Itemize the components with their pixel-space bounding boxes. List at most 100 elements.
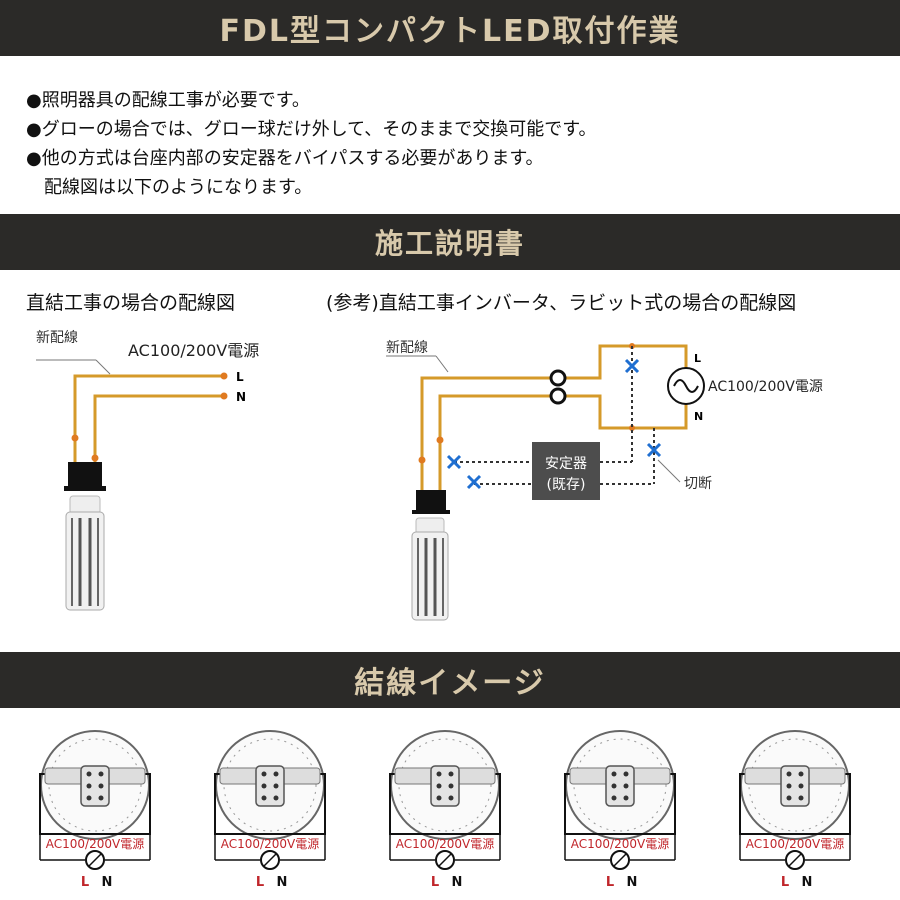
socket-pin xyxy=(623,783,629,789)
terminal-n-label: N xyxy=(277,875,288,890)
left-wiring-diagram: 新配線 AC100/200V電源 L N xyxy=(36,330,259,611)
terminal-l-label: L xyxy=(236,370,244,384)
ballast-label: 安定器 xyxy=(545,456,587,472)
socket-pin xyxy=(786,795,792,801)
socket-pin xyxy=(436,771,442,777)
wire-n xyxy=(438,394,688,490)
socket-pin xyxy=(436,783,442,789)
fixture-ring-inner xyxy=(573,738,667,832)
ac-source-slash xyxy=(263,853,277,867)
connector-n xyxy=(549,387,567,405)
socket-pin xyxy=(273,795,279,801)
ac-source-slash xyxy=(438,853,452,867)
terminal-n-label: N xyxy=(236,390,246,404)
notes-list: ●照明器具の配線工事が必要です。 ●グローの場合では、グロー球だけ外して、そのま… xyxy=(26,86,596,202)
note-item: 配線図は以下のようになります。 xyxy=(44,177,313,198)
socket-pin xyxy=(786,771,792,777)
junction-dot xyxy=(91,454,99,462)
socket-pin xyxy=(611,771,617,777)
socket-pin xyxy=(261,771,267,777)
note-item: ●他の方式は台座内部の安定器をバイパスする必要があります。 xyxy=(26,148,544,169)
socket-pin xyxy=(798,771,804,777)
left-diagram-title: 直結工事の場合の配線図 xyxy=(26,292,236,314)
wire-l xyxy=(73,374,224,462)
junction-dot xyxy=(629,425,635,431)
socket-pin xyxy=(86,795,92,801)
sine-wave-icon xyxy=(673,379,699,393)
right-diagram-title: (参考)直結工事インバータ、ラビット式の場合の配線図 xyxy=(326,292,797,314)
construction-band: 施工説明書 xyxy=(0,214,900,270)
socket-pin xyxy=(611,795,617,801)
junction-dot xyxy=(436,436,444,444)
ac-source-slash xyxy=(88,853,102,867)
socket-pin xyxy=(86,771,92,777)
socket-pin xyxy=(98,795,104,801)
led-lamp-icon xyxy=(64,462,106,611)
wire-n xyxy=(93,394,224,462)
terminal-n-label: N xyxy=(627,875,638,890)
terminal-n-label: N xyxy=(802,875,813,890)
terminal-l-label: L xyxy=(431,875,439,890)
socket-pin xyxy=(448,783,454,789)
terminal-dot xyxy=(220,372,228,380)
header-band: FDL型コンパクトLED取付作業 xyxy=(0,0,900,56)
lamp-socket xyxy=(780,765,810,807)
socket-pin xyxy=(98,783,104,789)
socket-pin xyxy=(448,771,454,777)
wiring-image-band: 結線イメージ xyxy=(0,652,900,708)
socket-pin xyxy=(86,783,92,789)
cut-mark-icon xyxy=(466,474,482,490)
socket-pin xyxy=(611,783,617,789)
fixture-ring-inner xyxy=(748,738,842,832)
terminal-n-label: N xyxy=(694,410,703,423)
power-label: AC100/200V電源 xyxy=(128,341,259,360)
ballast-label-sub: (既存) xyxy=(547,477,586,493)
connector-l xyxy=(549,369,567,387)
terminal-l-label: L xyxy=(81,875,89,890)
note-item: ●グローの場合では、グロー球だけ外して、そのままで交換可能です。 xyxy=(26,119,597,140)
new-wiring-label: 新配線 xyxy=(386,340,428,356)
socket-pin xyxy=(273,783,279,789)
lamp-socket xyxy=(255,765,285,807)
construction-title: 施工説明書 xyxy=(374,227,525,260)
terminal-l-label: L xyxy=(256,875,264,890)
fixture-ring-inner xyxy=(223,738,317,832)
power-label: AC100/200V電源 xyxy=(396,837,494,851)
wiring-image-title: 結線イメージ xyxy=(354,666,546,701)
leader-line xyxy=(95,359,111,375)
power-label: AC100/200V電源 xyxy=(46,837,144,851)
leader-line xyxy=(657,459,681,483)
cut-mark-icon xyxy=(446,454,462,470)
wire-l xyxy=(420,344,688,490)
terminal-l-label: L xyxy=(781,875,789,890)
page-title: FDL型コンパクトLED取付作業 xyxy=(219,14,681,49)
ac-source-slash xyxy=(613,853,627,867)
junction-dot xyxy=(418,456,426,464)
right-wiring-diagram: 新配線 L N AC100/200V電源 安定器 (既存) 切断 xyxy=(386,340,823,621)
ac-source-slash xyxy=(788,853,802,867)
cut-mark-icon xyxy=(624,358,640,374)
socket-pin xyxy=(436,795,442,801)
socket-pin xyxy=(273,771,279,777)
lamp-socket xyxy=(80,765,110,807)
power-label: AC100/200V電源 xyxy=(708,379,823,395)
cut-mark-icon xyxy=(646,442,662,458)
junction-dot xyxy=(71,434,79,442)
terminal-l-label: L xyxy=(694,352,701,365)
socket-pin xyxy=(623,771,629,777)
power-label: AC100/200V電源 xyxy=(746,837,844,851)
fixture-ring-inner xyxy=(398,738,492,832)
terminal-l-label: L xyxy=(606,875,614,890)
socket-pin xyxy=(786,783,792,789)
new-wiring-label: 新配線 xyxy=(36,330,78,346)
leader-line xyxy=(435,355,449,373)
note-item: ●照明器具の配線工事が必要です。 xyxy=(26,90,310,111)
terminal-dot xyxy=(220,392,228,400)
led-lamp-icon xyxy=(411,490,450,621)
